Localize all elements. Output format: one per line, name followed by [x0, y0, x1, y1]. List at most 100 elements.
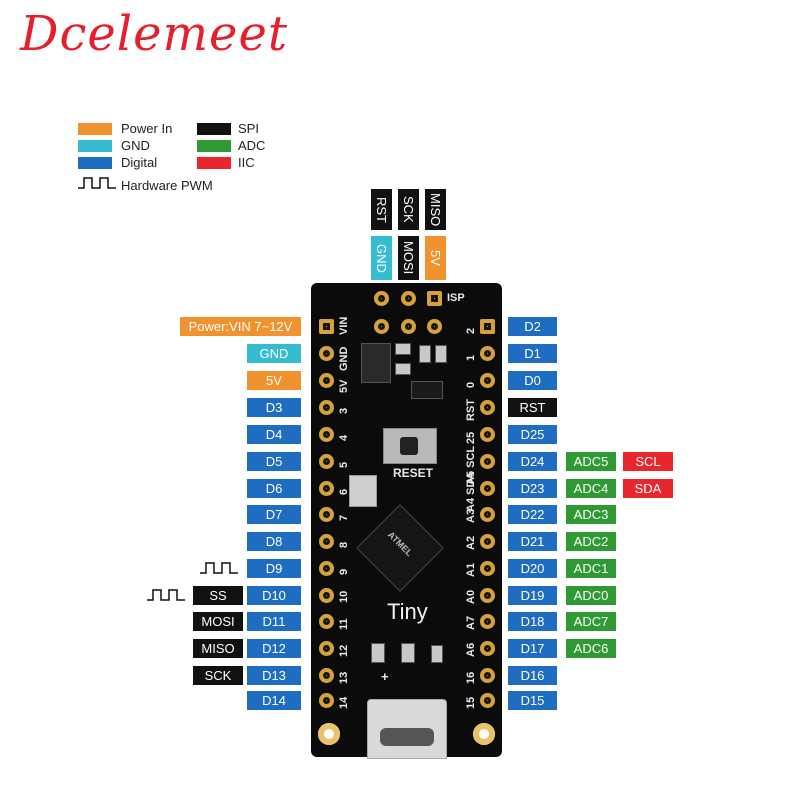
spi-label-sck: SCK: [193, 666, 243, 685]
header-pin: [480, 373, 495, 388]
pin-label-d21: D21: [508, 532, 557, 551]
header-pin: [319, 400, 334, 415]
legend-pwm-label: Hardware PWM: [121, 178, 213, 193]
silk-10: 10: [338, 590, 350, 603]
silk-5v: 5V: [338, 379, 350, 393]
header-pin: [480, 534, 495, 549]
pin-label-d11: D11: [247, 612, 301, 631]
tiny-board: ISP VIN GND: [311, 283, 502, 759]
silk-12: 12: [338, 644, 350, 657]
legend-spi-label: SPI: [238, 121, 259, 136]
header-pin: [480, 693, 495, 708]
header-pin: [319, 588, 334, 603]
silk-2: 2: [465, 327, 477, 334]
silk-1: 1: [465, 354, 477, 361]
silk-reset: RESET: [393, 466, 434, 480]
adc-label-adc7: ADC7: [566, 612, 616, 631]
legend-digital-label: Digital: [121, 155, 158, 170]
header-pin: [480, 561, 495, 576]
isp-label-gnd: GND: [371, 236, 392, 280]
header-pin: [319, 481, 334, 496]
header-pin: [319, 507, 334, 522]
silk-plus: +: [381, 669, 389, 684]
legend-power-swatch: [78, 123, 112, 135]
pin-label-d18: D18: [508, 612, 557, 631]
pin-label-d1: D1: [508, 344, 557, 363]
crystal-oscillator: [349, 475, 377, 507]
header-pin: [480, 319, 495, 334]
silk-a6: A6: [465, 642, 477, 657]
header-pin: [480, 481, 495, 496]
legend-iic-label: IIC: [238, 155, 255, 170]
silk-a0: A0: [465, 589, 477, 604]
pin-label-d22: D22: [508, 505, 557, 524]
header-pin: [480, 507, 495, 522]
voltage-regulator: [361, 343, 391, 383]
adc-label-adc1: ADC1: [566, 559, 616, 578]
silk-a1: A1: [465, 562, 477, 577]
silk-a7: A7: [465, 615, 477, 630]
legend-gnd-swatch: [78, 140, 112, 152]
silk-8: 8: [338, 541, 350, 548]
isp-label-sck: SCK: [398, 189, 419, 230]
header-pin: [480, 588, 495, 603]
header-pin: [480, 427, 495, 442]
silk-13: 13: [338, 671, 350, 684]
isp-pin: [374, 319, 389, 334]
isp-pin: [401, 291, 416, 306]
legend-iic-swatch: [197, 157, 231, 169]
isp-silk: ISP: [447, 292, 465, 304]
header-pin: [319, 534, 334, 549]
silk-11: 11: [338, 618, 350, 630]
header-pin: [319, 561, 334, 576]
pin-label-d7: D7: [247, 505, 301, 524]
silk-vin: VIN: [338, 316, 350, 336]
smd-component: [419, 345, 431, 363]
microcontroller-chip: ATMEL: [356, 504, 444, 592]
pin-label-d24: D24: [508, 452, 557, 471]
pin-label-d15: D15: [508, 691, 557, 710]
header-pin: [319, 319, 334, 334]
usb-opening: [380, 728, 434, 746]
silk-7: 7: [338, 514, 350, 521]
pin-label-d9: D9: [247, 559, 301, 578]
legend-power-label: Power In: [121, 121, 173, 136]
smd-component: [435, 345, 447, 363]
mounting-hole: [318, 723, 340, 745]
silk-a2: A2: [465, 535, 477, 550]
smd-component: [431, 645, 443, 663]
pin-label-d12: D12: [247, 639, 301, 658]
reset-button[interactable]: [383, 428, 437, 464]
isp-pin: [427, 319, 442, 334]
chip-marking: ATMEL: [385, 529, 415, 559]
silk-9: 9: [338, 568, 350, 575]
silk-3: 3: [338, 407, 350, 414]
smd-component: [395, 363, 411, 375]
pin-label-vin: Power:VIN 7~12V: [180, 317, 301, 336]
pin-label-d10: D10: [247, 586, 301, 605]
header-pin: [319, 693, 334, 708]
silk-15: 15: [465, 696, 477, 709]
silk-5: 5: [338, 461, 350, 468]
isp-pin: [374, 291, 389, 306]
isp-label-rst: RST: [371, 189, 392, 230]
header-pin: [480, 614, 495, 629]
silk-4: 4: [338, 434, 350, 441]
board-name: Tiny: [387, 599, 428, 624]
header-pin: [319, 668, 334, 683]
isp-label-5v: 5V: [425, 236, 446, 280]
header-pin: [319, 346, 334, 361]
header-pin: [319, 427, 334, 442]
pin-label-d17: D17: [508, 639, 557, 658]
adc-label-adc3: ADC3: [566, 505, 616, 524]
pin-label-d0: D0: [508, 371, 557, 390]
header-pin: [319, 454, 334, 469]
pin-label-d19: D19: [508, 586, 557, 605]
pin-label-5v: 5V: [247, 371, 301, 390]
pin-label-d23: D23: [508, 479, 557, 498]
pin-label-d20: D20: [508, 559, 557, 578]
iic-label-sda: SDA: [623, 479, 673, 498]
adc-label-adc2: ADC2: [566, 532, 616, 551]
isp-pin: [427, 291, 442, 306]
header-pin: [480, 454, 495, 469]
